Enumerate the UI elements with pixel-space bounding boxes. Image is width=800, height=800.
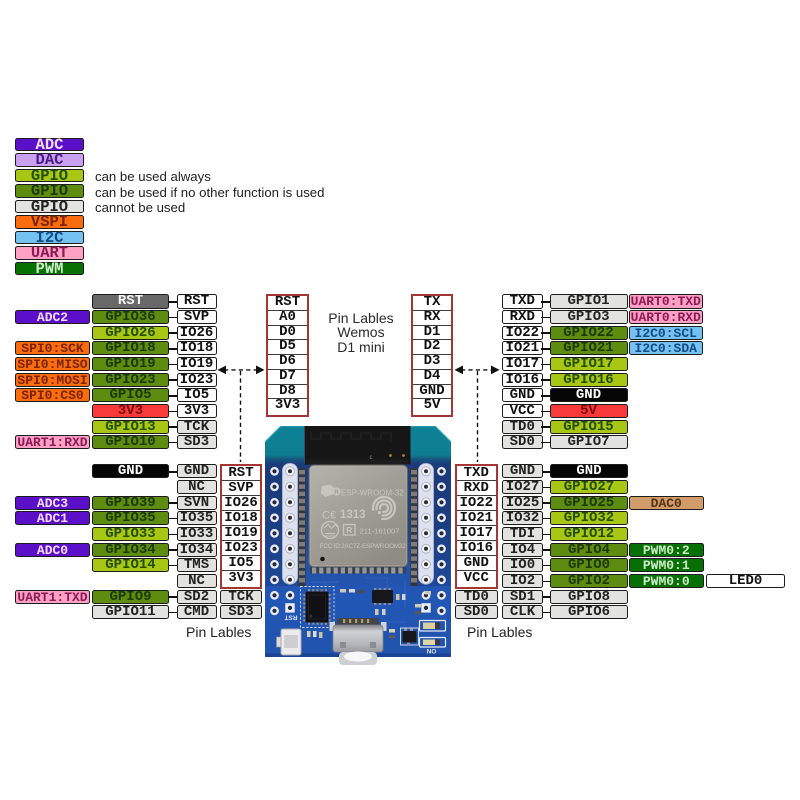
svg-text:ON: ON [426, 647, 436, 654]
svg-text:1313: 1313 [340, 509, 366, 521]
svg-text:FCC ID:2AC7Z-ESPWROOM32: FCC ID:2AC7Z-ESPWROOM32 [320, 543, 407, 550]
svg-text:c: c [370, 455, 373, 461]
svg-text:211-161007: 211-161007 [360, 527, 400, 536]
svg-text:R: R [346, 525, 352, 535]
svg-text:C€: C€ [322, 510, 336, 522]
svg-text:RST: RST [284, 614, 297, 621]
svg-text:R: R [334, 489, 339, 496]
svg-text:ESP-WROOM-32: ESP-WROOM-32 [341, 489, 404, 498]
